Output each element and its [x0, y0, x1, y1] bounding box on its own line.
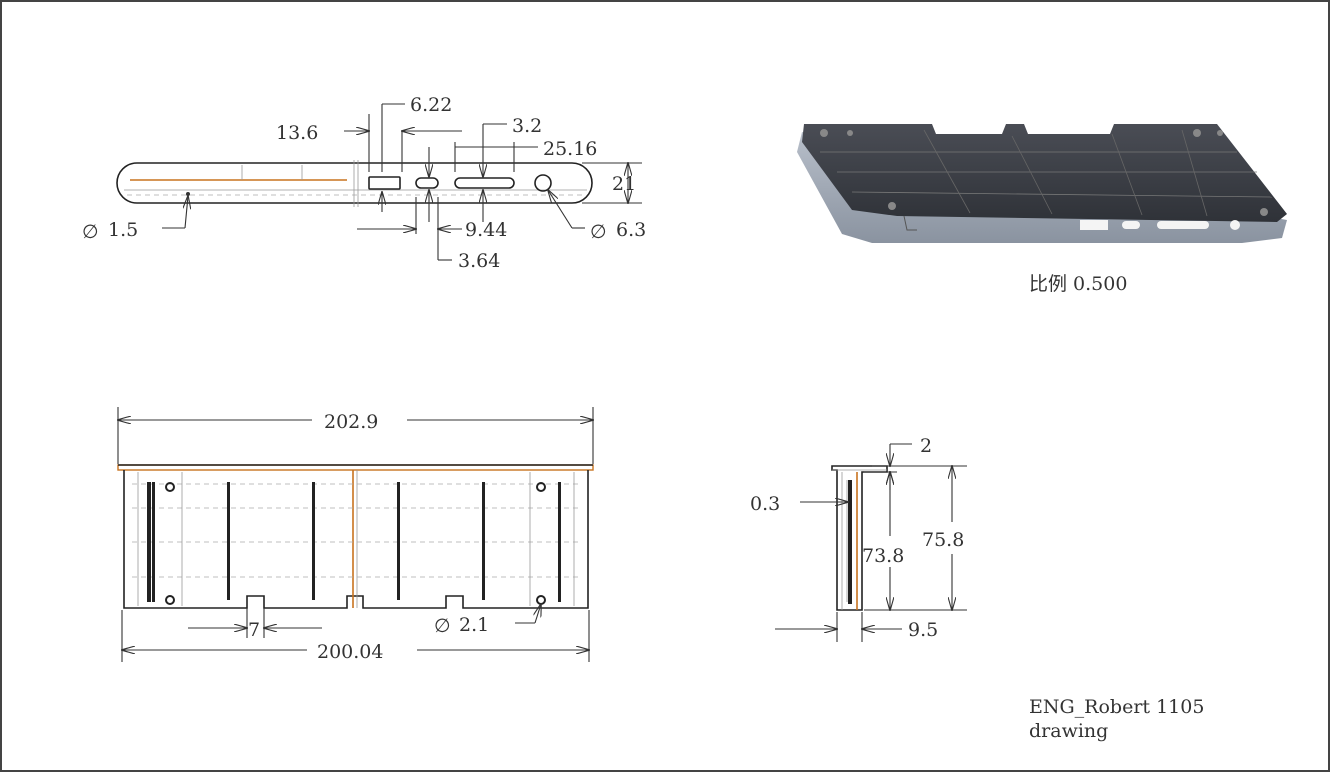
dim-6-22: 6.22 — [410, 94, 452, 116]
dim-200-04: 200.04 — [317, 641, 383, 663]
dim-25-16: 25.16 — [543, 138, 597, 160]
dim-21: 21 — [612, 173, 636, 195]
dim-2: 2 — [920, 435, 932, 457]
dim-dia-6-3: 6.3 — [616, 219, 646, 241]
dim-3-2: 3.2 — [512, 115, 542, 137]
isometric-render: 比例 0.500 — [797, 124, 1287, 295]
title-line-2: drawing — [1029, 720, 1108, 742]
dim-dia-1-5: 1.5 — [108, 219, 138, 241]
diameter-symbol: ∅ — [434, 615, 451, 637]
dim-0-3: 0.3 — [750, 493, 780, 515]
dim-9-5: 9.5 — [908, 619, 938, 641]
title-line-1: ENG_Robert 1105 — [1029, 696, 1204, 718]
dim-9-44: 9.44 — [465, 219, 507, 241]
scale-label: 比例 0.500 — [1029, 273, 1127, 295]
dim-3-64: 3.64 — [458, 250, 500, 272]
side-view: 2 0.3 73.8 75.8 9.5 — [750, 435, 967, 642]
title-block: ENG_Robert 1105 drawing — [1029, 696, 1204, 742]
diameter-symbol: ∅ — [82, 221, 99, 243]
dim-dia-2-1: 2.1 — [459, 614, 489, 636]
dim-7: 7 — [248, 619, 260, 641]
dim-75-8: 75.8 — [922, 529, 964, 551]
dim-73-8: 73.8 — [862, 545, 904, 567]
top-view: 13.6 6.22 3.2 25.16 21 9.44 3.64 ∅ 1.5 ∅… — [82, 94, 646, 272]
front-view: 202.9 7 ∅ 2.1 200.04 — [118, 407, 593, 663]
diameter-symbol: ∅ — [590, 221, 607, 243]
dim-13-6: 13.6 — [276, 122, 318, 144]
dim-202-9: 202.9 — [324, 411, 378, 433]
